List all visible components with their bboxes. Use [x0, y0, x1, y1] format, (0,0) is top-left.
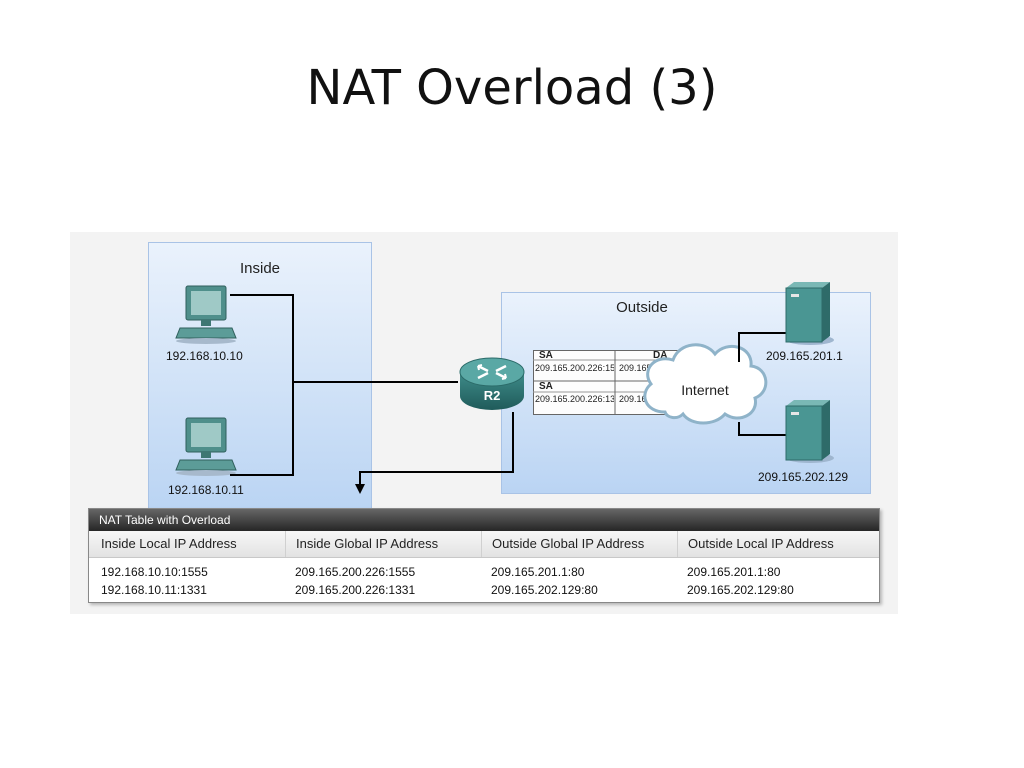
- return-flow-line: [359, 471, 361, 485]
- return-flow-line: [360, 471, 514, 473]
- host-pc-icon: [175, 417, 237, 476]
- host-1-ip: 192.168.10.10: [166, 349, 243, 363]
- packet-2-sa: 209.165.200.226:1331: [535, 394, 614, 404]
- return-flow-line: [512, 412, 514, 472]
- nat-table-title: NAT Table with Overload: [89, 509, 879, 531]
- packet-2-sa-label: SA: [539, 381, 553, 392]
- table-cell: 209.165.202.129:80: [687, 583, 794, 597]
- inside-trunk: [292, 294, 294, 476]
- table-cell: 192.168.10.11:1331: [101, 583, 207, 597]
- router-r2: R2: [456, 346, 528, 418]
- outside-label: Outside: [616, 299, 668, 316]
- table-cell: 192.168.10.10:1555: [101, 565, 208, 579]
- server-icon: [785, 282, 834, 345]
- server-2-ip: 209.165.202.129: [758, 470, 849, 484]
- link-server2: [738, 422, 740, 436]
- internet-cloud: Internet: [635, 334, 775, 430]
- nat-table: NAT Table with Overload Inside Local IP …: [88, 508, 880, 603]
- link-server1: [738, 332, 740, 362]
- link-server2: [738, 434, 786, 436]
- cloud-icon: [643, 343, 768, 425]
- nat-table-header: Inside Local IP Address Inside Global IP…: [89, 531, 879, 558]
- packet-1-da-label: DA: [653, 350, 668, 361]
- arrow-down-icon: [355, 484, 365, 494]
- column-header: Outside Local IP Address: [677, 531, 879, 557]
- server-icon: [785, 400, 834, 463]
- table-row: 192.168.10.11:1331 209.165.200.226:1331 …: [89, 581, 879, 599]
- table-cell: 209.165.202.129:80: [491, 583, 598, 597]
- packet-1-sa-label: SA: [539, 350, 553, 361]
- link-server1: [738, 332, 786, 334]
- packet-1-sa: 209.165.200.226:1555: [535, 363, 614, 373]
- column-header: Inside Local IP Address: [101, 536, 237, 551]
- table-cell: 209.165.200.226:1555: [295, 565, 416, 579]
- table-cell: 209.165.201.1:80: [491, 565, 585, 579]
- table-row: 192.168.10.10:1555 209.165.200.226:1555 …: [89, 563, 879, 581]
- table-cell: 209.165.201.1:80: [687, 565, 781, 579]
- nat-diagram: Inside Outside 192.168.10.10 192.168.10.…: [70, 232, 898, 614]
- link-host2: [230, 474, 294, 476]
- router-icon: [459, 357, 525, 410]
- host-2-ip: 192.168.10.11: [168, 483, 244, 497]
- server-1-ip: 209.165.201.1: [766, 349, 843, 363]
- link-to-router: [292, 381, 458, 383]
- inside-label: Inside: [239, 260, 281, 277]
- table-cell: 209.165.200.226:1331: [295, 583, 416, 597]
- column-header: Inside Global IP Address: [285, 531, 481, 557]
- slide-title: NAT Overload (3): [306, 60, 718, 116]
- router-label: R2: [483, 388, 501, 403]
- link-host1: [230, 294, 294, 296]
- cloud-label: Internet: [681, 382, 729, 398]
- column-header: Outside Global IP Address: [481, 531, 677, 557]
- host-pc-icon: [175, 285, 237, 344]
